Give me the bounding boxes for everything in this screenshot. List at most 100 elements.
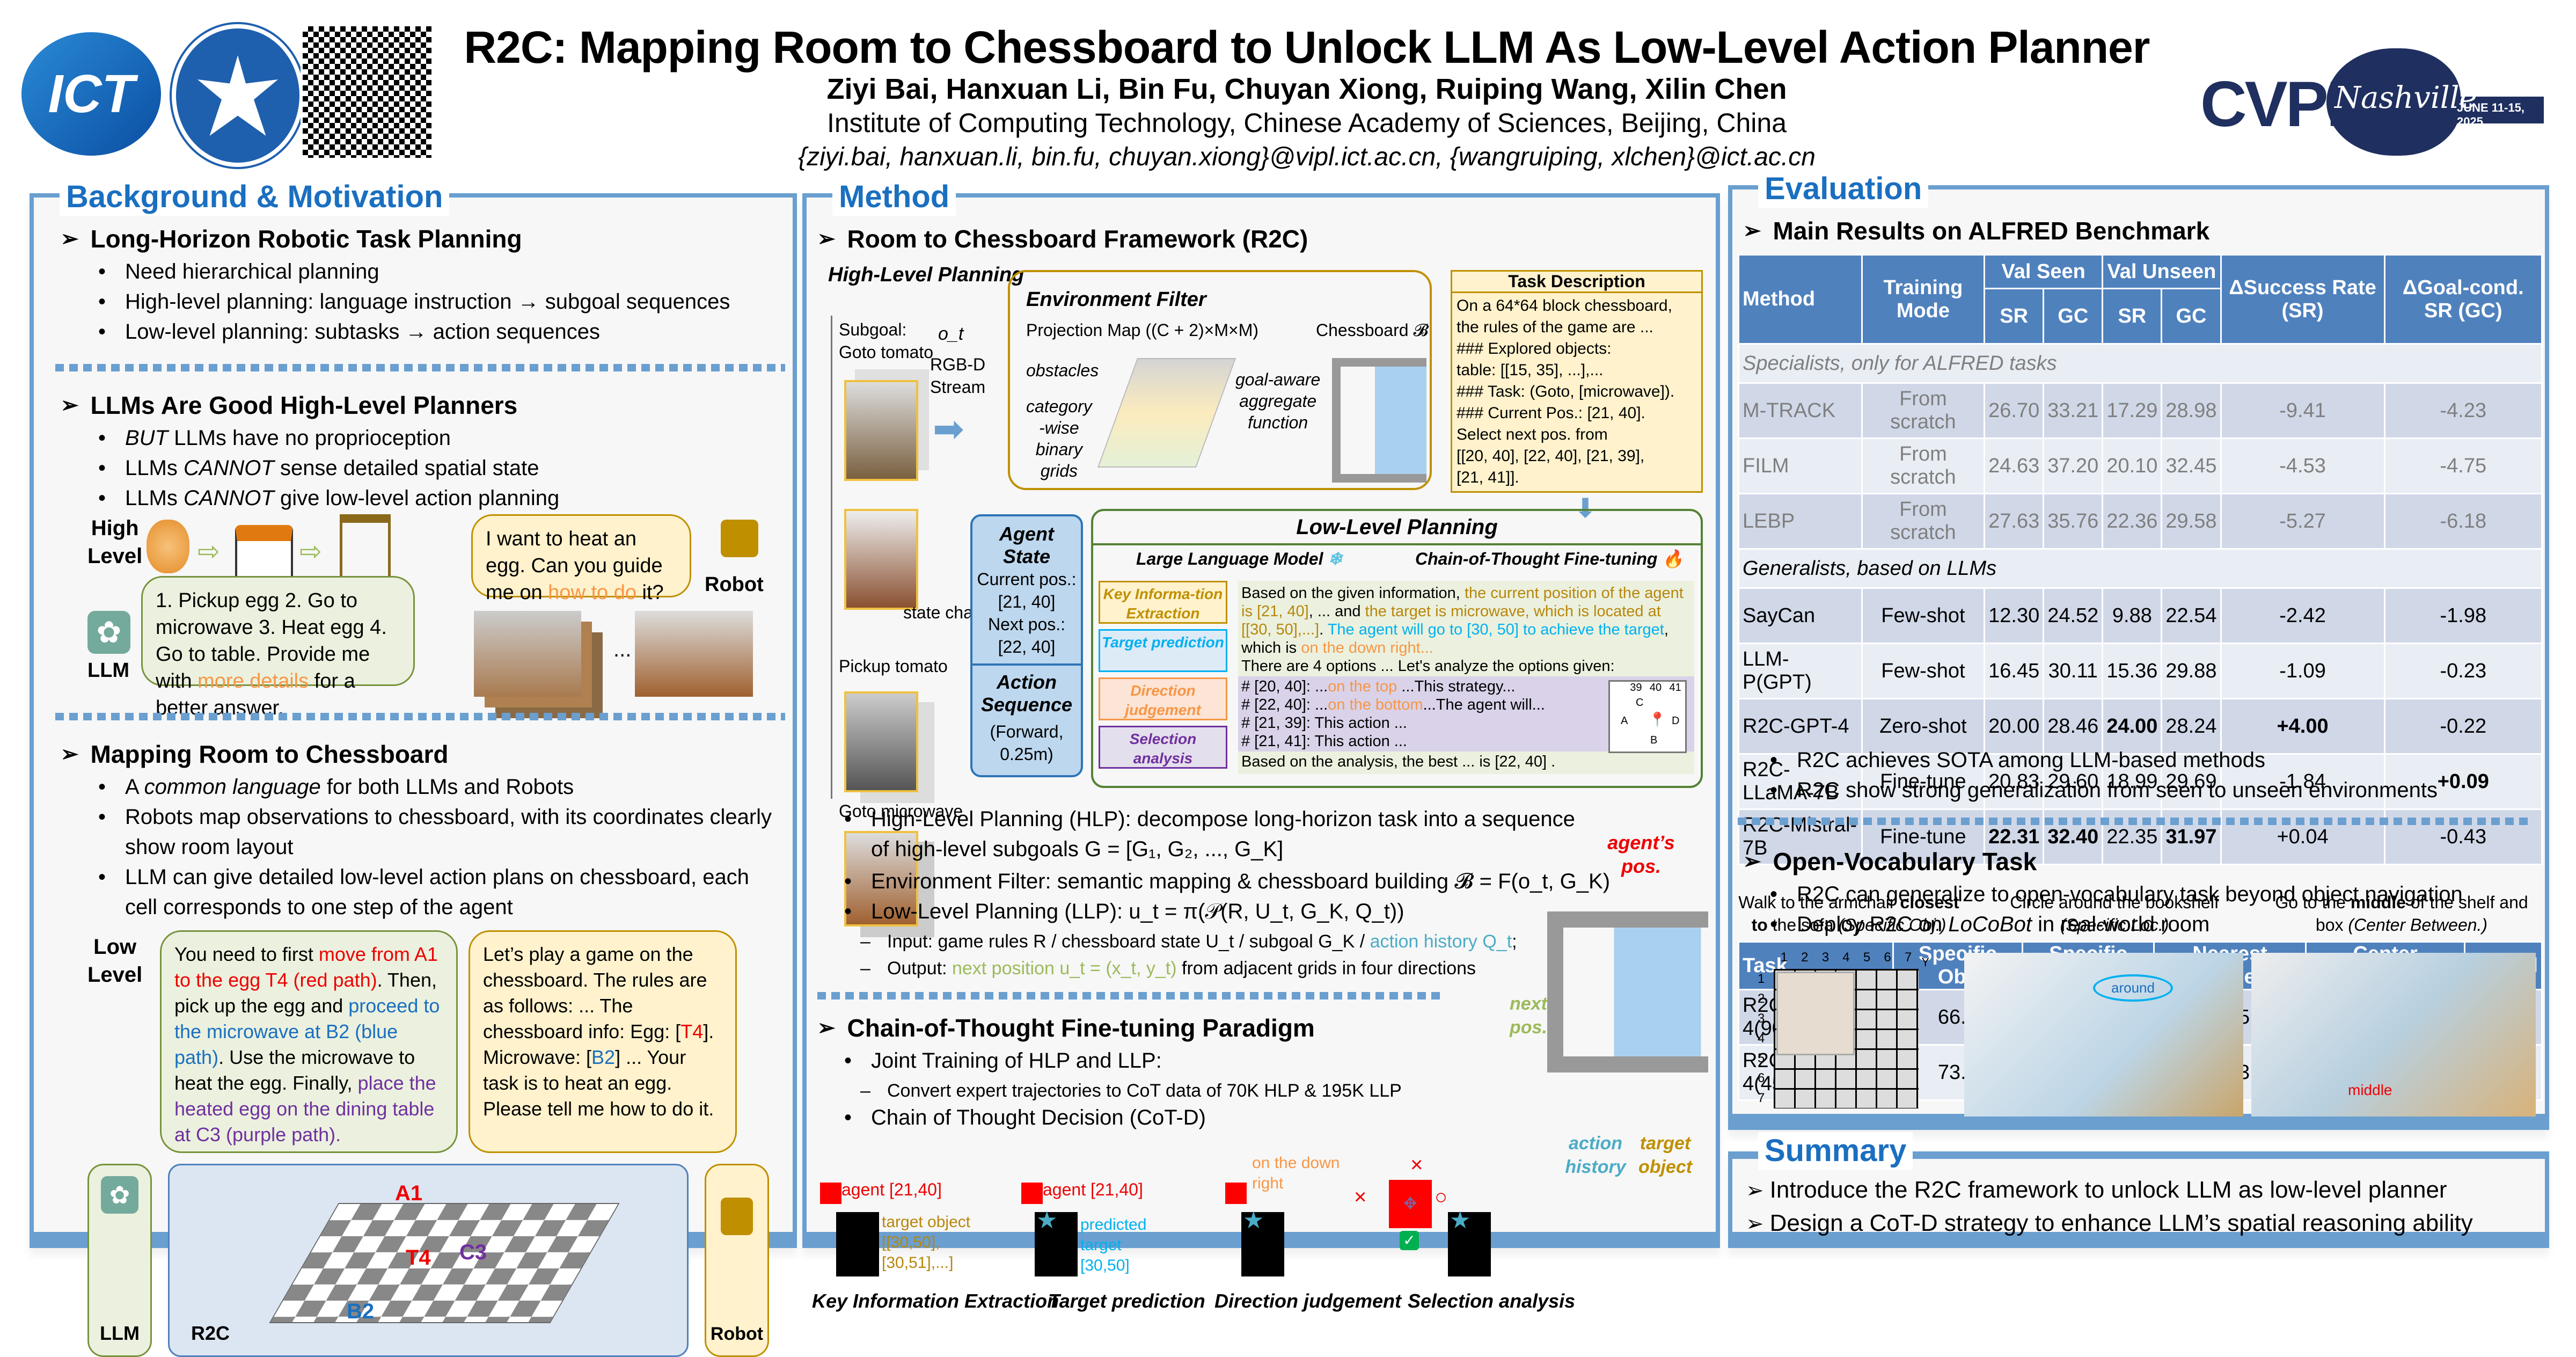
x-mark-icon: × xyxy=(1410,1153,1423,1177)
grid-row-label: 6 xyxy=(1758,1071,1765,1086)
robot-side-box: Robot xyxy=(705,1164,769,1357)
arrow-icon: ➢ xyxy=(1746,1179,1770,1202)
arrow-icon: ➢ xyxy=(61,742,79,766)
llm-side-box: ✿ LLM xyxy=(87,1164,152,1357)
step-direction-judgement: Direction judgement xyxy=(1099,677,1227,720)
method-title: Method xyxy=(832,178,956,216)
direction-text: on the down right xyxy=(1252,1154,1340,1192)
environment-filter-box: Environment Filter Projection Map ((C + … xyxy=(1008,270,1432,490)
action-history-label: action history xyxy=(1565,1133,1626,1177)
task-description-box: Task Description On a 64*64 block chessb… xyxy=(1451,270,1703,493)
arrow-icon: ➢ xyxy=(61,393,79,417)
qr-code-icon[interactable] xyxy=(301,24,434,160)
section-long-horizon: ➢ Long-Horizon Robotic Task Planning xyxy=(61,225,522,253)
bullet: •Need hierarchical planning xyxy=(98,260,379,283)
direction-cell xyxy=(1241,1212,1284,1276)
grid-col-label: 7 xyxy=(1904,950,1912,965)
divider xyxy=(55,713,785,720)
agent-pos-label: agent’s pos. xyxy=(1607,831,1675,877)
star-icon: ★ xyxy=(1036,1207,1058,1234)
kitchen-photos xyxy=(474,611,581,697)
hlp-title: High-Level Planning xyxy=(828,264,1024,286)
authors: Ziyi Bai, Hanxuan Li, Bin Fu, Chuyan Xio… xyxy=(826,73,1787,105)
task-description-line: the rules of the game are ... xyxy=(1457,318,1653,336)
section-cot-finetuning: ➢ Chain-of-Thought Fine-tuning Paradigm xyxy=(817,1014,1315,1042)
arrow-icon: ➢ xyxy=(1746,1212,1770,1236)
cotd-label: Target prediction xyxy=(1048,1290,1205,1312)
llm-low-level-bubble: You need to first move from A1 to the eg… xyxy=(160,930,458,1153)
bullet: •LLMs CANNOT give low-level action plann… xyxy=(98,486,560,510)
step-key-info: Key Informa-tion Extraction xyxy=(1099,581,1227,624)
kitchen-photo xyxy=(635,611,753,697)
projection-layers xyxy=(1097,358,1236,468)
example-center-between: Go to the middle of the shelf and box (C… xyxy=(2275,893,2528,935)
predicted-target-cell xyxy=(1035,1212,1078,1276)
ellipsis: ... xyxy=(613,638,632,661)
bullet-ef: •Environment Filter: semantic mapping & … xyxy=(844,870,1611,893)
section-r2c-framework: ➢ Room to Chessboard Framework (R2C) xyxy=(817,225,1308,253)
grid-row-label: 3 xyxy=(1758,1011,1765,1026)
action-sequence-value: (Forward, 0.25m) xyxy=(990,722,1064,764)
step-selection-analysis: Selection analysis xyxy=(1099,726,1227,769)
task-description-line: [21, 41]]. xyxy=(1457,469,1519,486)
task-description-text: On a 64*64 block chessboard,the rules of… xyxy=(1452,293,1701,491)
grid-row-label: 4 xyxy=(1758,1031,1765,1046)
snowflake-icon: ❄ xyxy=(1328,549,1343,568)
next-pos-label: next pos. xyxy=(1510,994,1547,1038)
arrow-icon: ➢ xyxy=(1743,219,1761,243)
r2c-chessboard-box: R2C A1 T4 C3 B2 xyxy=(168,1164,689,1357)
background-title: Background & Motivation xyxy=(60,178,450,216)
task-description-line: table: [[15, 35], ...],... xyxy=(1457,361,1604,379)
bullet: •Joint Training of HLP and LLP: xyxy=(844,1049,1162,1073)
evaluation-title: Evaluation xyxy=(1758,170,1929,208)
grid-row-label: 5 xyxy=(1758,1051,1765,1066)
agent-marker xyxy=(1021,1183,1043,1204)
bullet: •R2C can generalize to open-vocabulary t… xyxy=(1770,882,2463,906)
grid-col-label: 4 xyxy=(1842,950,1850,965)
divider xyxy=(817,992,1440,999)
cotd-label: Selection analysis xyxy=(1408,1290,1576,1312)
location-pin-icon: 📍 xyxy=(1649,711,1666,727)
summary-item: ➢ Introduce the R2C framework to unlock … xyxy=(1746,1177,2447,1203)
grid-col-label: 5 xyxy=(1863,950,1871,965)
cas-logo xyxy=(172,24,304,167)
arrow-right-icon: ⇨ xyxy=(299,536,322,566)
x-mark-icon: × xyxy=(1354,1185,1367,1209)
sub-bullet: –Convert expert trajectories to CoT data… xyxy=(860,1081,1402,1101)
arrow-icon: ➢ xyxy=(61,227,79,251)
grid-col-label: 1 xyxy=(1780,950,1788,965)
arrow-icon: ➢ xyxy=(817,227,836,251)
direction-arrows-icon: ✥ xyxy=(1389,1180,1432,1228)
table-group-row: Generalists, based on LLMs xyxy=(1738,548,2543,589)
observation-frames xyxy=(844,380,918,481)
ict-logo: ICT xyxy=(21,32,161,156)
target-object-label: target object xyxy=(1638,1133,1693,1177)
grid-col-label: 2 xyxy=(1801,950,1809,965)
summary-panel: Summary ➢ Introduce the R2C framework to… xyxy=(1728,1132,2549,1248)
timeline-line xyxy=(831,316,832,799)
observation-frames xyxy=(844,831,918,926)
robot-photo-specific-loc: around xyxy=(1964,953,2243,1117)
llm-speech-bubble: 1. Pickup egg 2. Go to microwave 3. Heat… xyxy=(141,576,415,719)
observation-frames xyxy=(844,509,918,610)
section-llm-planners: ➢ LLMs Are Good High-Level Planners xyxy=(61,391,518,419)
robot-icon xyxy=(721,1198,753,1235)
table-icon xyxy=(340,514,391,587)
bullet-llp: •Low-Level Planning (LLP): u_t = π(𝒫(R, … xyxy=(844,900,1404,923)
divider xyxy=(55,364,785,371)
cot-tab: Chain-of-Thought Fine-tuning 🔥 xyxy=(1415,549,1684,568)
summary-title: Summary xyxy=(1758,1132,1913,1170)
bullet: •Chain of Thought Decision (CoT-D) xyxy=(844,1106,1206,1129)
arrow-down-icon: ⬇ xyxy=(1574,493,1597,523)
robot-low-level-bubble: Let’s play a game on the chessboard. The… xyxy=(469,930,737,1153)
semantic-map xyxy=(1547,911,1708,1073)
agent-label: agent [21,40] xyxy=(1043,1180,1143,1199)
task-description-line: ### Task: (Goto, [microwave]). xyxy=(1457,383,1675,400)
cotd-label: Direction judgement xyxy=(1214,1290,1402,1312)
task-description-line: [[20, 40], [22, 40], [21, 39], xyxy=(1457,447,1645,465)
